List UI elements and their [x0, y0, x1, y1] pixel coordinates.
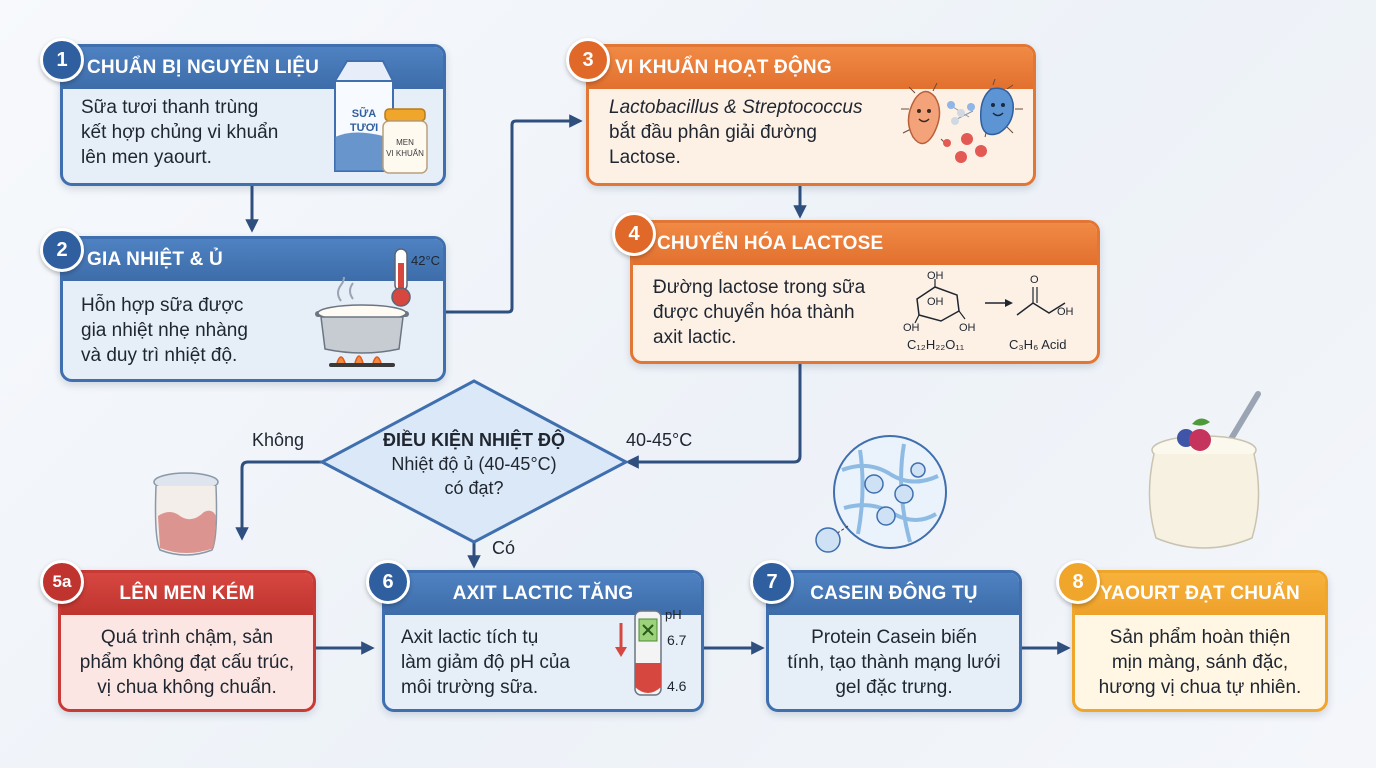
step-3-card: VI KHUẨN HOẠT ĐỘNG Lactobacillus & Strep… [586, 44, 1036, 186]
svg-text:MEN: MEN [396, 138, 414, 147]
step-4-badge: 4 [612, 212, 656, 256]
decision-line-2: có đạt? [444, 478, 504, 498]
svg-text:OH: OH [903, 322, 920, 334]
svg-text:pH: pH [665, 607, 682, 622]
step-2-line-3: và duy trì nhiệt độ. [81, 345, 238, 366]
step-7-title: CASEIN ĐÔNG TỤ [769, 573, 1019, 615]
step-5a-line-2: phẩm không đạt cấu trúc, [79, 652, 295, 673]
step-3-title: VI KHUẨN HOẠT ĐỘNG [589, 47, 1033, 89]
step-5a-line-1: Quá trình chậm, sản [100, 627, 274, 648]
step-1-body: Sữa tươi thanh trùng kết hợp chủng vi kh… [63, 89, 443, 170]
edge-label-range: 40-45°C [626, 430, 693, 450]
step-8-title: YAOURT ĐẠT CHUẨN [1075, 573, 1325, 615]
step-7-line-3: gel đặc trưng. [835, 677, 953, 698]
svg-text:42°C: 42°C [411, 253, 440, 268]
step-8-line-2: mịn màng, sánh đặc, [1111, 652, 1289, 673]
step-4-line-3: axit lactic. [653, 327, 737, 348]
step-3-line-2: bắt đầu phân giải đường [609, 122, 817, 143]
cooking-pot-icon [315, 277, 409, 367]
step-6-badge: 6 [366, 560, 410, 604]
yogurt-jar-icon [1148, 391, 1261, 549]
step-8-line-1: Sản phẩm hoàn thiện [1109, 627, 1291, 648]
step-4-line-2: được chuyển hóa thành [653, 302, 855, 323]
step-6-card: AXIT LACTIC TĂNG Axit lactic tích tụ làm… [382, 570, 704, 712]
step-4-title: CHUYỂN HÓA LACTOSE [633, 223, 1097, 265]
step-3-line-1: Lactobacillus & Streptococcus [609, 97, 863, 118]
svg-text:SỮA: SỮA [352, 107, 376, 120]
lactose-reaction-diagram: OH OH OH OH O OH C₁₂H₂₂O₁₁ C₃H₆ Acid [903, 270, 1074, 352]
step-7-line-2: tính, tạo thành mạng lưới [787, 652, 1001, 673]
step-1-line-1: Sữa tươi thanh trùng [81, 97, 259, 118]
step-2-card: GIA NHIỆT & Ủ Hỗn hợp sữa được gia nhiệt… [60, 236, 446, 382]
decision-text: ĐIỀU KIỆN NHIỆT ĐỘ Nhiệt độ ủ (40-45°C) … [354, 428, 594, 500]
step-7-card: CASEIN ĐÔNG TỤ Protein Casein biến tính,… [766, 570, 1022, 712]
step-1-line-2: kết hợp chủng vi khuẩn [81, 122, 279, 143]
casein-network-icon [815, 435, 947, 553]
step-5a-badge: 5a [40, 560, 84, 604]
step-5a-line-3: vị chua không chuẩn. [97, 677, 277, 698]
edge-label-yes: Có [492, 538, 516, 558]
svg-text:TƯƠI: TƯƠI [350, 122, 378, 134]
svg-text:4.6: 4.6 [667, 678, 687, 694]
arrow-decision-no [235, 460, 324, 541]
step-1-line-3: lên men yaourt. [81, 147, 212, 168]
step-8-card: YAOURT ĐẠT CHUẨN Sản phẩm hoàn thiện mịn… [1072, 570, 1328, 712]
bacteria-icon [901, 79, 1023, 163]
step-6-body: Axit lactic tích tụ làm giảm độ pH của m… [385, 615, 701, 700]
step-6-title: AXIT LACTIC TĂNG [385, 573, 701, 615]
step-3-badge: 3 [566, 38, 610, 82]
step-2-title: GIA NHIỆT & Ủ [63, 239, 443, 281]
step-2-body: Hỗn hợp sữa được gia nhiệt nhẹ nhàng và … [63, 281, 443, 368]
step-6-line-2: làm giảm độ pH của [401, 652, 570, 673]
step-4-line-1: Đường lactose trong sữa [653, 277, 866, 298]
spoiled-yogurt-jar-icon [153, 472, 219, 556]
step-5a-card: LÊN MEN KÉM Quá trình chậm, sản phẩm khô… [58, 570, 316, 712]
arrow-2-to-3 [446, 114, 583, 314]
step-6-line-1: Axit lactic tích tụ [401, 627, 539, 648]
step-2-line-1: Hỗn hợp sữa được [81, 295, 244, 316]
svg-text:C₁₂H₂₂O₁₁: C₁₂H₂₂O₁₁ [907, 337, 965, 352]
step-8-line-3: hương vị chua tự nhiên. [1098, 677, 1302, 698]
step-4-body: Đường lactose trong sữa được chuyển hóa … [633, 265, 1097, 350]
decision-line-1: Nhiệt độ ủ (40-45°C) [391, 454, 557, 474]
step-8-badge: 8 [1056, 560, 1100, 604]
svg-text:C₃H₆ Acid: C₃H₆ Acid [1009, 337, 1067, 352]
decision-diamond [318, 379, 630, 544]
step-2-line-2: gia nhiệt nhẹ nhàng [81, 320, 248, 341]
step-4-card: CHUYỂN HÓA LACTOSE Đường lactose trong s… [630, 220, 1100, 364]
step-6-line-3: môi trường sữa. [401, 677, 539, 698]
svg-text:OH: OH [959, 322, 976, 334]
step-2-badge: 2 [40, 228, 84, 272]
step-1-badge: 1 [40, 38, 84, 82]
svg-text:6.7: 6.7 [667, 632, 687, 648]
step-8-body: Sản phẩm hoàn thiện mịn màng, sánh đặc, … [1075, 615, 1325, 700]
svg-text:OH: OH [1057, 306, 1074, 318]
step-5a-title: LÊN MEN KÉM [61, 573, 313, 615]
svg-text:OH: OH [927, 270, 944, 282]
step-3-line-3: Lactose. [609, 147, 681, 168]
step-1-card: CHUẨN BỊ NGUYÊN LIỆU Sữa tươi thanh trùn… [60, 44, 446, 186]
starter-jar-icon: MEN VI KHUẨN [382, 108, 428, 174]
step-7-line-1: Protein Casein biến [811, 627, 977, 648]
svg-text:VI KHUẨN: VI KHUẨN [386, 149, 424, 158]
thermometer-icon: 42°C [391, 248, 440, 307]
step-7-body: Protein Casein biến tính, tạo thành mạng… [769, 615, 1019, 700]
svg-text:OH: OH [927, 296, 944, 308]
arrow-4-to-decision [625, 364, 802, 469]
step-7-badge: 7 [750, 560, 794, 604]
decision-title: ĐIỀU KIỆN NHIỆT ĐỘ [382, 430, 565, 450]
svg-text:O: O [1030, 274, 1039, 286]
edge-label-no: Không [252, 430, 305, 450]
step-3-body: Lactobacillus & Streptococcus bắt đầu ph… [589, 89, 1033, 170]
step-5a-body: Quá trình chậm, sản phẩm không đạt cấu t… [61, 615, 313, 700]
ph-meter-icon: pH 6.7 4.6 [615, 607, 687, 696]
